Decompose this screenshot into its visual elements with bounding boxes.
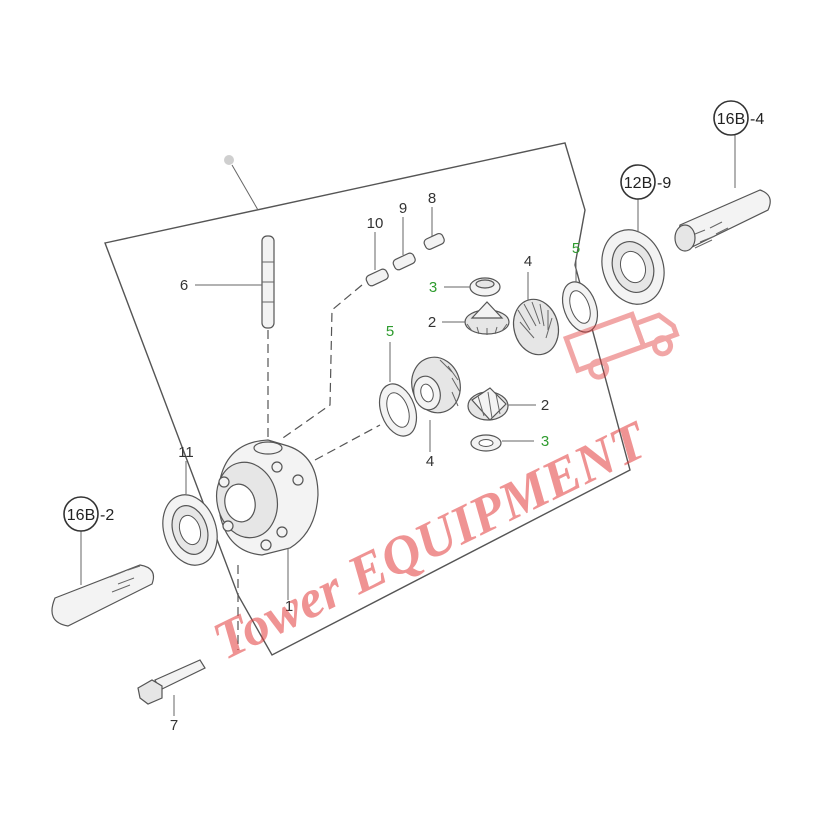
callout-5-right: 5	[572, 240, 580, 257]
group-indicator-dot	[224, 155, 234, 165]
ref-badge-12b-9	[620, 164, 656, 200]
pinion-gear-lower	[467, 387, 509, 421]
callout-4-left: 4	[426, 453, 434, 470]
differential-case	[216, 439, 319, 556]
assembly-outline	[104, 142, 631, 656]
ref-suffix-12b-9: -9	[657, 175, 671, 192]
callout-8: 8	[428, 190, 436, 207]
truck-logo-icon	[562, 311, 680, 380]
callout-3-upper: 3	[429, 279, 437, 296]
cross-pin	[261, 235, 275, 329]
bearing-12b-9	[601, 229, 665, 305]
group-leader	[231, 164, 259, 211]
callout-3-lower: 3	[541, 433, 549, 450]
callout-2-upper: 2	[428, 314, 436, 331]
callout-6: 6	[180, 277, 188, 294]
pinion-gear-upper	[464, 301, 510, 335]
ref-badge-16b-2	[63, 496, 99, 532]
gear-axis-dash	[314, 424, 381, 461]
callout-7: 7	[170, 717, 178, 734]
ref-suffix-16b-4: -4	[750, 111, 764, 128]
small-pin-8	[423, 232, 445, 250]
shaft-16b-4	[674, 189, 771, 252]
callout-9: 9	[399, 200, 407, 217]
callout-1: 1	[285, 598, 293, 615]
bolt	[137, 659, 206, 705]
callout-5-left: 5	[386, 323, 394, 340]
shim-washer-right	[561, 281, 599, 333]
side-gear-right	[512, 298, 560, 356]
callout-10: 10	[367, 215, 384, 232]
small-pin-10	[365, 268, 389, 287]
thrust-washer-upper	[469, 277, 501, 297]
ref-suffix-16b-2: -2	[100, 507, 114, 524]
pin-dash-path	[279, 284, 363, 441]
ref-badge-16b-4	[713, 100, 749, 136]
ref-label-16b-4: 16B	[717, 111, 745, 128]
bearing-11	[162, 494, 218, 566]
callout-4-right: 4	[524, 253, 532, 270]
thrust-washer-lower	[470, 434, 502, 452]
ref-label-16b-2: 16B	[67, 507, 95, 524]
callout-2-lower: 2	[541, 397, 549, 414]
side-gear-left	[411, 356, 461, 414]
shaft-16b-2	[51, 564, 155, 627]
callout-11: 11	[178, 444, 194, 461]
small-pin-9	[392, 252, 416, 271]
shim-washer-left	[378, 383, 418, 437]
ref-label-12b-9: 12B	[624, 175, 652, 192]
